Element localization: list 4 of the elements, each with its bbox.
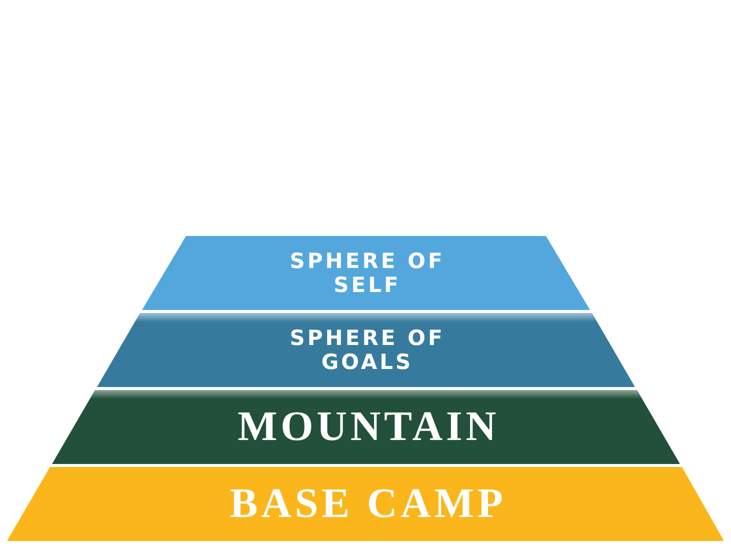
tier-label: MOUNTAIN [236, 404, 500, 450]
tier-label: BASE CAMP [228, 481, 506, 527]
tier-label: SPHERE OF SELF [288, 249, 446, 297]
tier-label: SPHERE OF GOALS [288, 326, 446, 374]
